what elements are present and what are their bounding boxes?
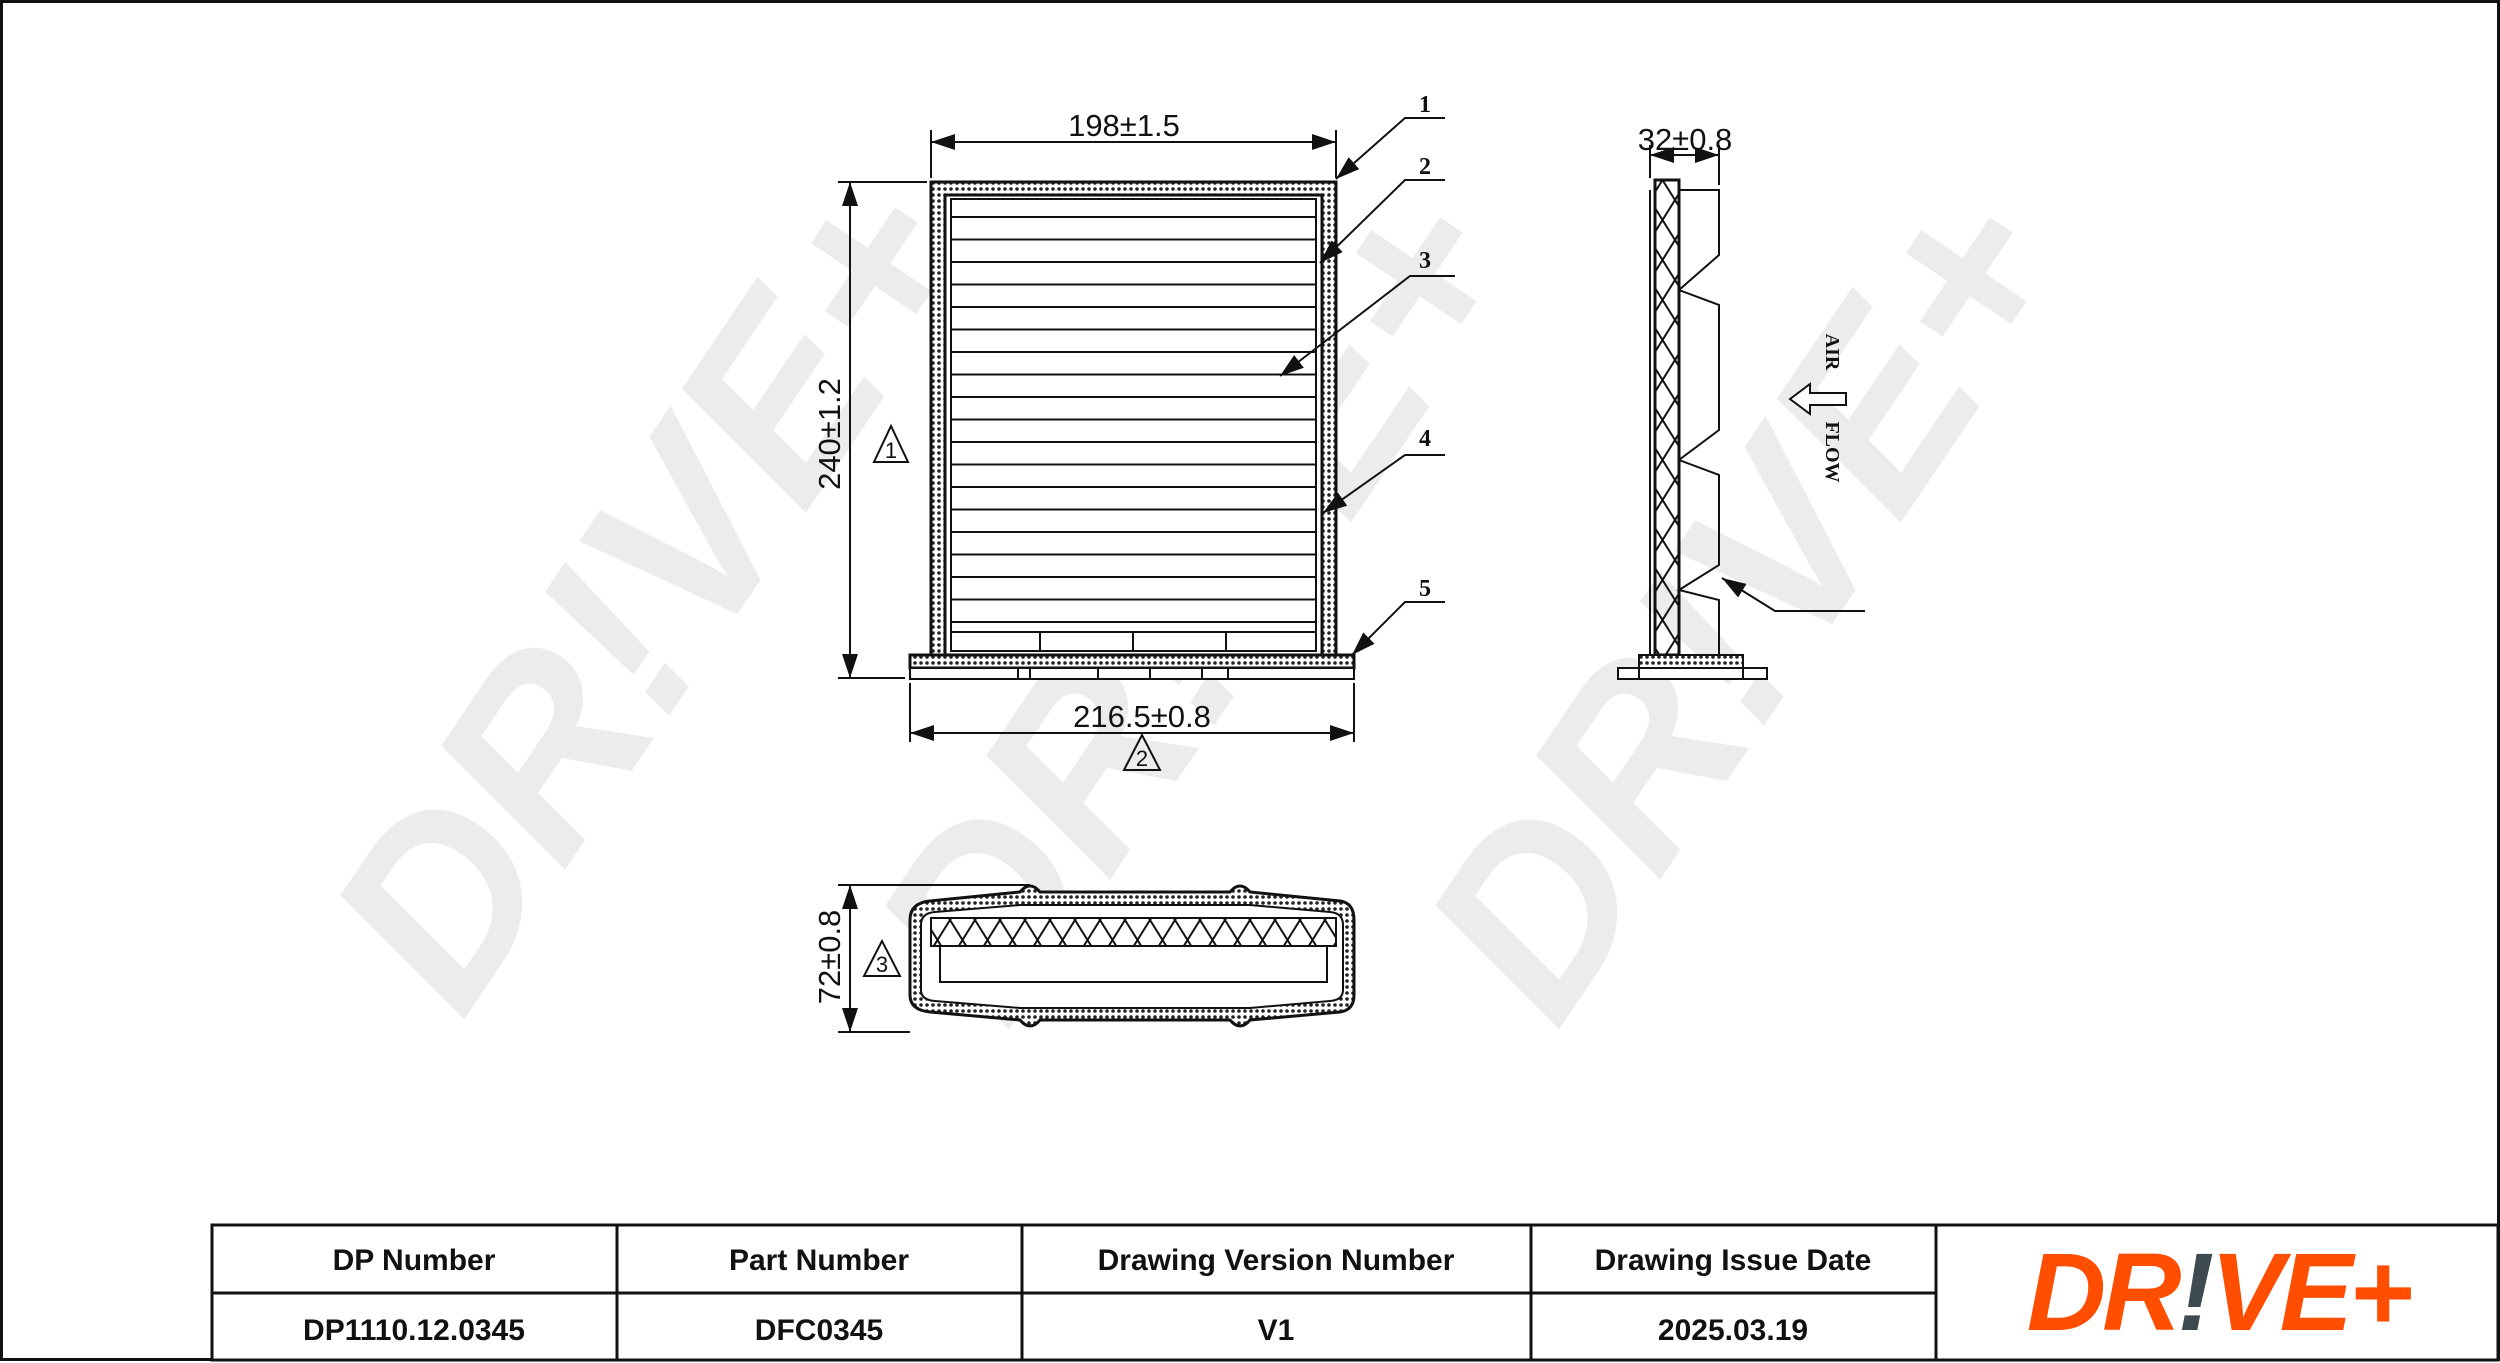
header-part-number: Part Number xyxy=(729,1244,909,1277)
svg-text:5: 5 xyxy=(1419,576,1431,602)
svg-text:198±1.5: 198±1.5 xyxy=(1068,108,1180,143)
dimension-height: 240±1.2 1 xyxy=(812,181,927,679)
svg-text:DR!VE+: DR!VE+ xyxy=(2027,1231,2411,1354)
air-flow-indicator: AIR FLOW xyxy=(1788,334,1847,483)
title-block: DP Number Part Number Drawing Version Nu… xyxy=(210,1223,2500,1362)
value-issue-date: 2025.03.19 xyxy=(1658,1314,1808,1347)
svg-text:3: 3 xyxy=(1419,248,1431,274)
header-drawing-version: Drawing Version Number xyxy=(1098,1244,1455,1277)
svg-text:32±0.8: 32±0.8 xyxy=(1638,122,1733,157)
svg-text:1: 1 xyxy=(885,438,897,463)
bottom-view xyxy=(908,884,1356,1028)
dimension-depth: 72±0.8 3 xyxy=(812,884,1030,1033)
drive-logo: DR!VE+ xyxy=(2027,1231,2415,1354)
svg-text:216.5±0.8: 216.5±0.8 xyxy=(1073,699,1211,734)
svg-text:2: 2 xyxy=(1136,746,1148,771)
dimension-thickness: 32±0.8 xyxy=(1638,122,1733,185)
dimension-width-top: 198±1.5 xyxy=(930,108,1337,178)
svg-text:FLOW: FLOW xyxy=(1821,421,1843,482)
front-view xyxy=(908,180,1356,680)
svg-text:3: 3 xyxy=(876,952,888,977)
value-dp-number: DP1110.12.0345 xyxy=(303,1314,525,1347)
svg-text:2: 2 xyxy=(1419,154,1431,180)
svg-text:72±0.8: 72±0.8 xyxy=(812,910,847,1005)
value-part-number: DFC0345 xyxy=(755,1314,883,1347)
svg-text:4: 4 xyxy=(1419,426,1431,452)
svg-text:240±1.2: 240±1.2 xyxy=(812,378,847,490)
svg-text:1: 1 xyxy=(1419,92,1431,118)
value-drawing-version: V1 xyxy=(1258,1314,1295,1347)
header-issue-date: Drawing Issue Date xyxy=(1595,1244,1872,1277)
svg-text:AIR: AIR xyxy=(1821,334,1843,371)
header-dp-number: DP Number xyxy=(333,1244,496,1277)
side-view xyxy=(1617,178,1865,680)
callouts: 1 2 3 4 5 xyxy=(1279,92,1455,656)
dimension-width-bottom: 216.5±0.8 2 xyxy=(909,683,1355,771)
